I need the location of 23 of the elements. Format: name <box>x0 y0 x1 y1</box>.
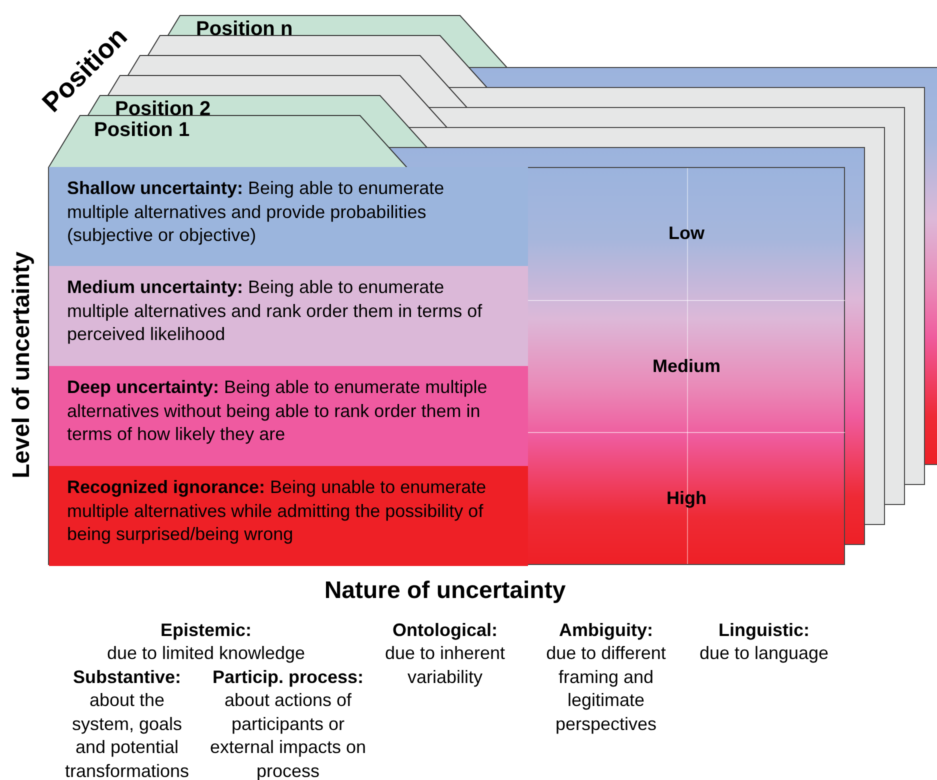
tab-label: Position 1 <box>94 119 190 141</box>
category-description: due to different framing and legitimate perspectives <box>545 642 667 736</box>
category-description: due to limited knowledge <box>106 642 306 665</box>
level-description: Shallow uncertainty: Being able to enumerate multiple alternatives and provide probabilities (subjective or objective) <box>49 167 528 267</box>
subcategory-description: about the system, goals and potential transformations <box>64 689 190 780</box>
level-description: Medium uncertainty: Being able to enumerate multiple alternatives and rank order them in terms of perceived likelihood <box>49 266 528 366</box>
tab-label: Position n <box>196 18 293 40</box>
level-rating: Low <box>528 167 845 300</box>
axis-label: Level of uncertainty <box>9 252 35 478</box>
level-rating: High <box>528 432 845 565</box>
subcategory-description: about actions of participants or external impacts on process <box>208 689 368 780</box>
level-description: Deep uncertainty: Being able to enumerate multiple alternatives without being able to rank order them in terms of how likely they are <box>49 366 528 466</box>
category-heading: Linguistic: <box>718 619 810 642</box>
level-description: Recognized ignorance: Being unable to enumerate multiple alternatives while admitting the possibility of being surprised/being wrong <box>49 466 528 566</box>
subcategory-heading: Particip. process: <box>212 666 364 689</box>
category-heading: Ontological: <box>392 619 498 642</box>
subcategory-heading: Substantive: <box>72 666 182 689</box>
category-description: due to language <box>699 642 829 665</box>
category-heading: Ambiguity: <box>559 619 653 642</box>
category-description: due to inherent variability <box>384 642 506 689</box>
category-heading: Epistemic: <box>160 619 252 642</box>
level-rating: Medium <box>528 300 845 432</box>
axis-label: Nature of uncertainty <box>324 578 566 604</box>
